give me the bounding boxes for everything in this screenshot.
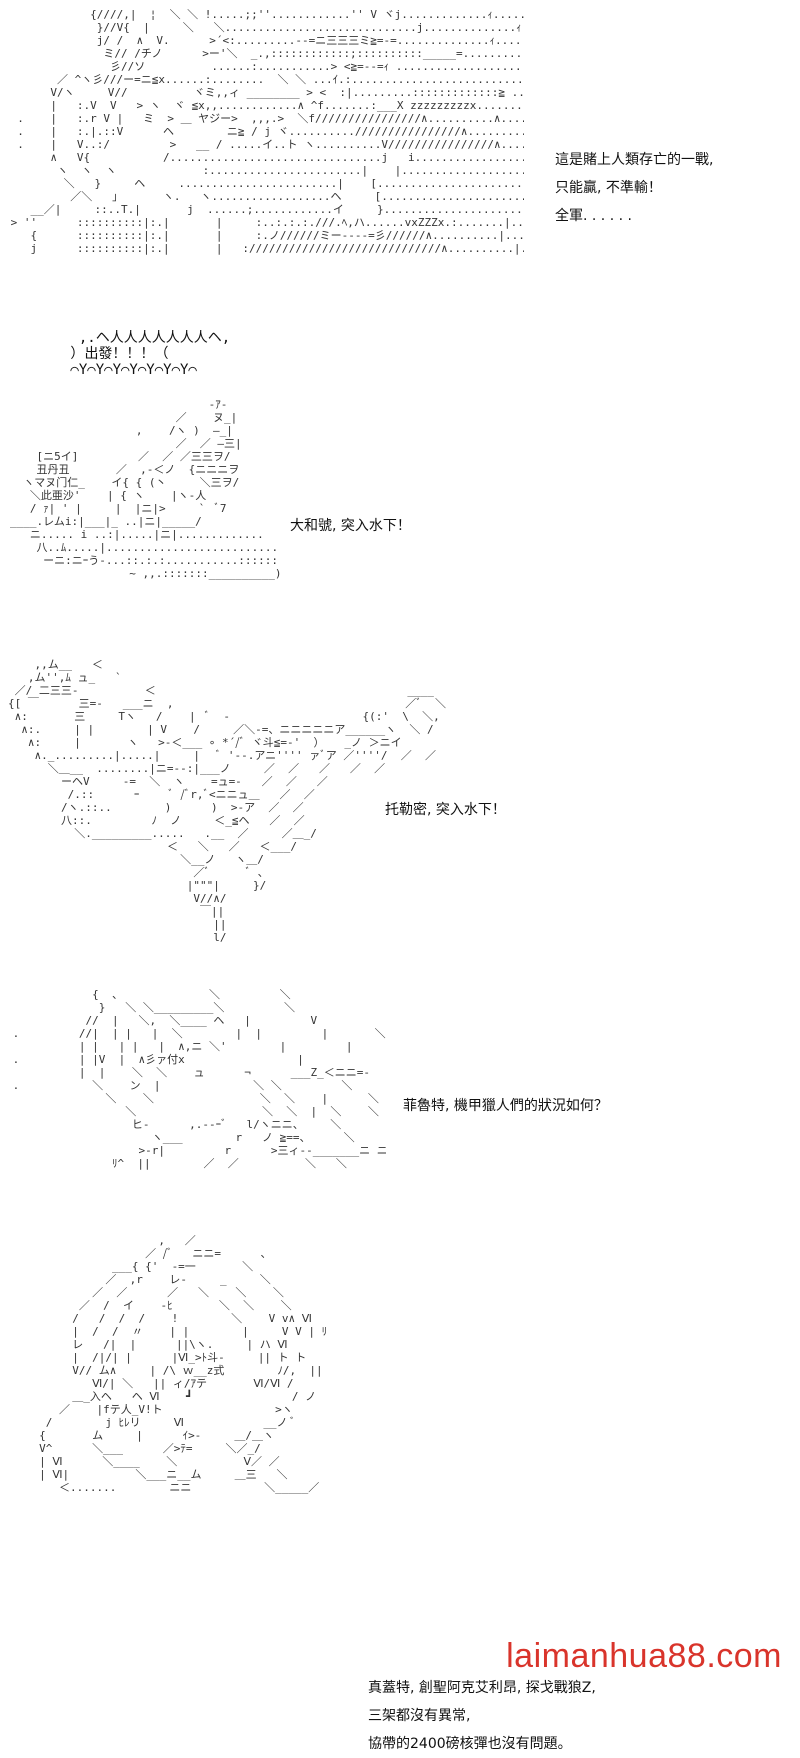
narration-caption-3: 托勒密, 突入水下！ bbox=[385, 796, 506, 824]
ascii-art-crew: {////,| ¦ ＼ ＼ !.....;;''............'' V… bbox=[10, 8, 524, 255]
narration-caption-4: 菲魯特, 機甲獵人們的狀況如何？ bbox=[403, 1092, 608, 1120]
caption-line: 大和號, 突入水下！ bbox=[290, 518, 411, 534]
ascii-art-ptolemy-ship: ,,ム__ ＜ ,ム'',ﾑ ュ_ ` ／/ 二三三- ＜ ____ {[ ￣ … bbox=[8, 658, 448, 944]
shout-bubble: ,.ヘ人人人人人人人ヘ, ）出發！！！（ ⌒Y⌒Y⌒Y⌒Y⌒Y⌒Y⌒Y⌒ bbox=[70, 330, 231, 378]
narration-caption-1: 這是賭上人類存亡的一戰, 只能贏, 不準輸！ 全軍. . . . . . bbox=[555, 146, 713, 230]
caption-line: 只能贏, 不準輸！ bbox=[555, 180, 662, 196]
narration-caption-2: 大和號, 突入水下！ bbox=[290, 512, 411, 540]
panel-2: -ｱ- ／ ヌ_| , /ヽ ) ―_| ／ ／ ―三| [ニ5イ] ／ ／ ／… bbox=[0, 390, 800, 640]
watermark: laimanhua88.com bbox=[506, 1637, 782, 1675]
caption-line: 這是賭上人類存亡的一戰, bbox=[555, 152, 714, 168]
caption-line: 全軍. . . . . . bbox=[555, 208, 632, 224]
narration-caption-5: 真蓋特, 創聖阿克艾利昂, 探戈戰狼Z, 三架都沒有異常, 協帶的2400磅核彈… bbox=[368, 1674, 596, 1758]
caption-line: 菲魯特, 機甲獵人們的狀況如何？ bbox=[403, 1098, 608, 1114]
panel-4: { 、 ＼ ＼ ＼ } ＼ ＼_________＼ ＼ ∧ // | ＼, ＼_… bbox=[0, 980, 800, 1225]
caption-line: 協帶的2400磅核彈也沒有問題。 bbox=[368, 1736, 572, 1752]
caption-line: 真蓋特, 創聖阿克艾利昂, 探戈戰狼Z, bbox=[368, 1680, 596, 1696]
panel-3: ,,ム__ ＜ ,ム'',ﾑ ュ_ ` ／/ 二三三- ＜ ____ {[ ￣ … bbox=[0, 650, 800, 970]
panel-1: {////,| ¦ ＼ ＼ !.....;;''............'' V… bbox=[0, 0, 800, 378]
caption-line: 三架都沒有異常, bbox=[368, 1708, 471, 1724]
caption-line: 托勒密, 突入水下！ bbox=[385, 802, 506, 818]
shout-text: 出發！！！ bbox=[84, 346, 155, 362]
ascii-art-phil: { 、 ＼ ＼ ＼ } ＼ ＼_________＼ ＼ ∧ // | ＼, ＼_… bbox=[12, 988, 386, 1170]
ascii-art-pilot: , ／ ／ /ﾞ ニニ= ､ ___{ {' -=一 ＼ ／ ,r レ- _ ＼… bbox=[39, 1234, 346, 1494]
ascii-art-yamato-ship: -ｱ- ／ ヌ_| , /ヽ ) ―_| ／ ／ ―三| [ニ5イ] ／ ／ ／… bbox=[10, 398, 280, 580]
